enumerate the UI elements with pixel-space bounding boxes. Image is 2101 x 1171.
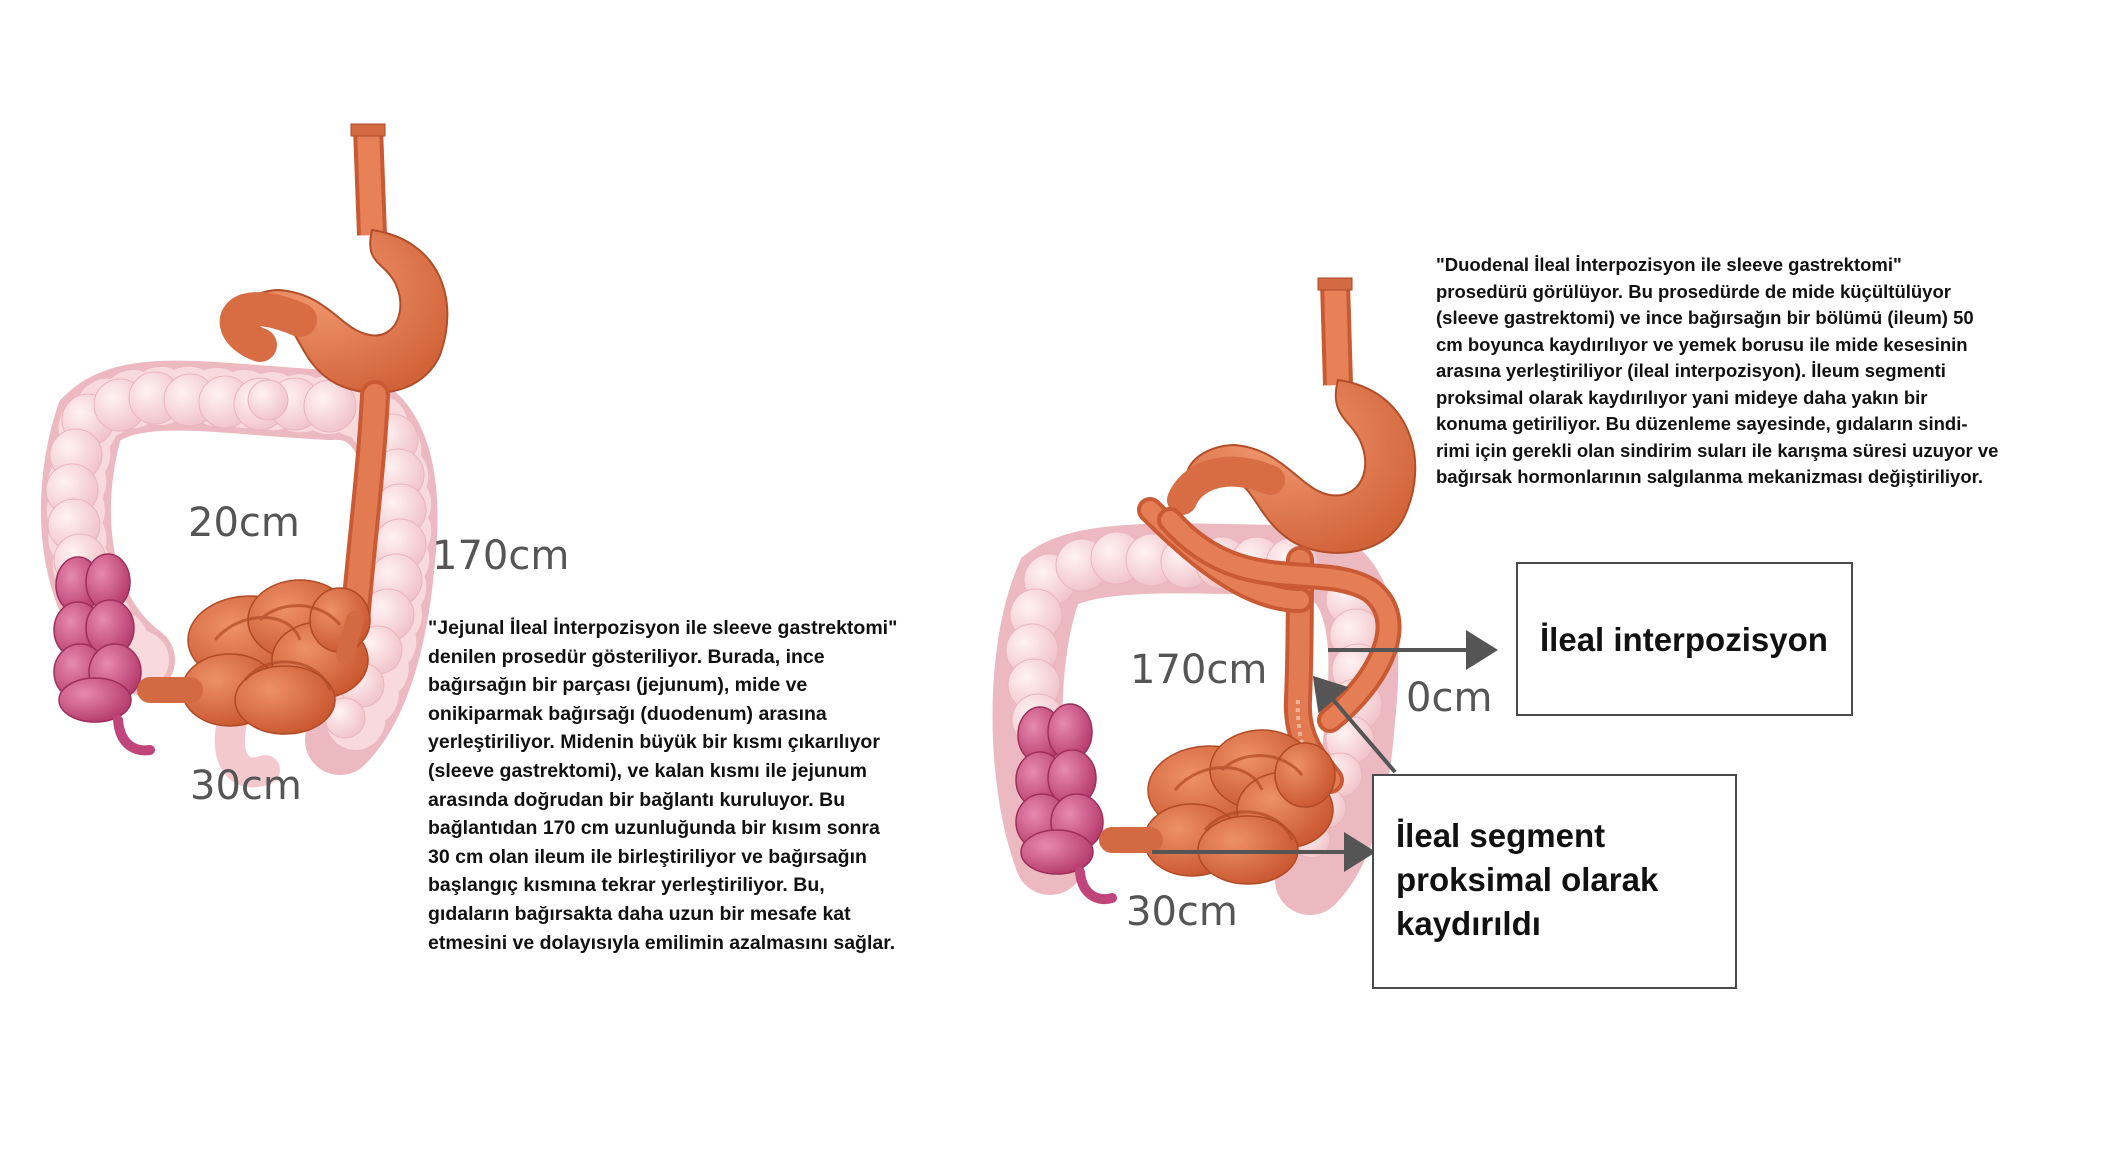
callout-line: proksimal olarak xyxy=(1396,861,1659,898)
caption-line: konuma getiriliyor. Bu düzenleme sayesin… xyxy=(1436,413,1968,434)
caption-line: "Jejunal İleal İnterpozisyon ile sleeve … xyxy=(428,617,898,639)
caption-line: arasına yerleştiriliyor (ileal interpozi… xyxy=(1436,360,1946,381)
caption-line: başlangıç kısmına tekrar yerleştiriliyor… xyxy=(428,874,825,897)
caption-line: proksimal olarak kaydırılıyor yani midey… xyxy=(1436,386,1928,408)
right-label-170cm: 170cm xyxy=(1130,647,1268,693)
left-label-170cm: 170cm xyxy=(432,533,570,579)
left-caption: "Jejunal İleal İnterpozisyon ile sleeve … xyxy=(428,614,897,957)
left-label-30cm: 30cm xyxy=(190,763,302,809)
caption-line: prosedürü görülüyor. Bu prosedürde de mi… xyxy=(1436,280,1951,302)
callout-line: kaydırıldı xyxy=(1396,905,1541,942)
callout-text-interposition: İleal interpozisyon xyxy=(1540,621,1828,658)
left-cecum xyxy=(53,553,155,756)
left-label-20cm: 20cm xyxy=(188,500,300,546)
callout-box-interposition xyxy=(1516,562,1853,716)
caption-line: cm boyunca kaydırılıyor ve yemek borusu … xyxy=(1436,333,1968,355)
caption-line: bağırsağın bir parçası (jejunum), mide v… xyxy=(428,674,808,697)
caption-line: (sleeve gastrektomi), ve kalan kısmı ile… xyxy=(428,759,867,782)
left-stomach-and-intestine xyxy=(137,123,449,735)
right-caption: "Duodenal İleal İnterpozisyon ile sleeve… xyxy=(1436,252,1998,491)
callout-text-segment: İleal segment proksimal olarak kaydırıld… xyxy=(1396,814,1658,946)
caption-line: etmesini ve dolayısıyla emilimin azalmas… xyxy=(428,931,896,954)
arrow-segment-diagonal xyxy=(1312,675,1397,774)
caption-line: bağırsak hormonlarının salgılanma mekani… xyxy=(1436,466,1983,487)
callout-line: İleal segment xyxy=(1396,817,1606,854)
caption-line: onikiparmak bağırsağı (duodenum) arasına xyxy=(428,702,827,725)
right-label-30cm: 30cm xyxy=(1126,889,1238,935)
caption-line: (sleeve gastrektomi) ve ince bağırsağın … xyxy=(1436,307,1974,328)
caption-line: bağlantıdan 170 cm uzunluğunda bir kısım… xyxy=(428,817,880,840)
caption-line: denilen prosedür gösteriliyor. Burada, i… xyxy=(428,645,825,668)
callout-box-segment xyxy=(1372,774,1737,989)
caption-line: gıdaların bağırsakta daha uzun bir mesaf… xyxy=(428,902,851,925)
caption-line: "Duodenal İleal İnterpozisyon ile sleeve… xyxy=(1436,254,1902,275)
caption-line: 30 cm olan ileum ile birleştiriliyor ve … xyxy=(428,845,867,868)
caption-line: yerleştiriliyor. Midenin büyük bir kısmı… xyxy=(428,731,880,754)
right-cecum xyxy=(1015,703,1117,904)
caption-line: arasında doğrudan bir bağlantı kuruluyor… xyxy=(428,788,846,811)
caption-line: rimi için gerekli olan sindirim suları i… xyxy=(1436,439,1999,461)
right-label-0cm: 0cm xyxy=(1406,675,1493,721)
